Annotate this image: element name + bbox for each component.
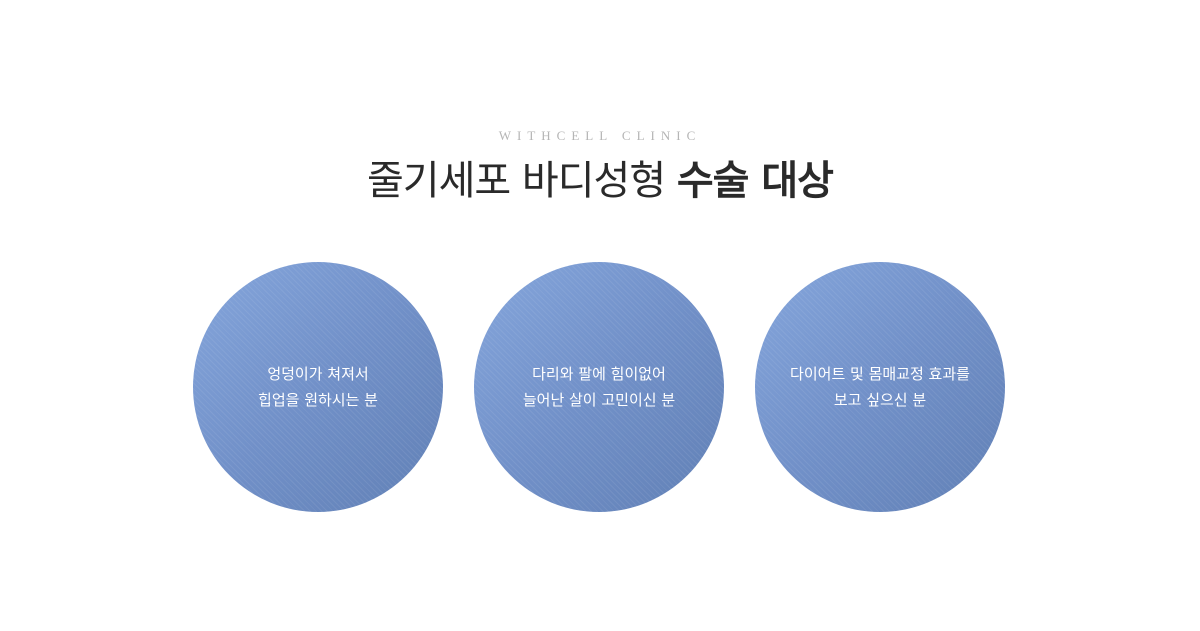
target-line: 보고 싶으신 분 [833,391,927,409]
target-line: 다이어트 및 몸매교정 효과를 [790,365,970,383]
target-line: 엉덩이가 쳐져서 [267,365,369,383]
target-line: 다리와 팔에 힘이없어 [532,365,666,383]
target-circle-1: 엉덩이가 쳐져서 힙업을 원하시는 분 [193,262,443,512]
target-circle-2: 다리와 팔에 힘이없어 늘어난 살이 고민이신 분 [474,262,724,512]
clinic-subtitle: WITHCELL CLINIC [498,128,702,143]
target-circle-3: 다이어트 및 몸매교정 효과를 보고 싶으신 분 [755,262,1005,512]
page-title: 줄기세포 바디성형 수술 대상 [0,148,1200,206]
title-light: 줄기세포 바디성형 [367,158,677,204]
target-line: 힙업을 원하시는 분 [258,391,378,409]
title-bold: 수술 대상 [676,158,834,204]
target-line: 늘어난 살이 고민이신 분 [522,391,676,409]
